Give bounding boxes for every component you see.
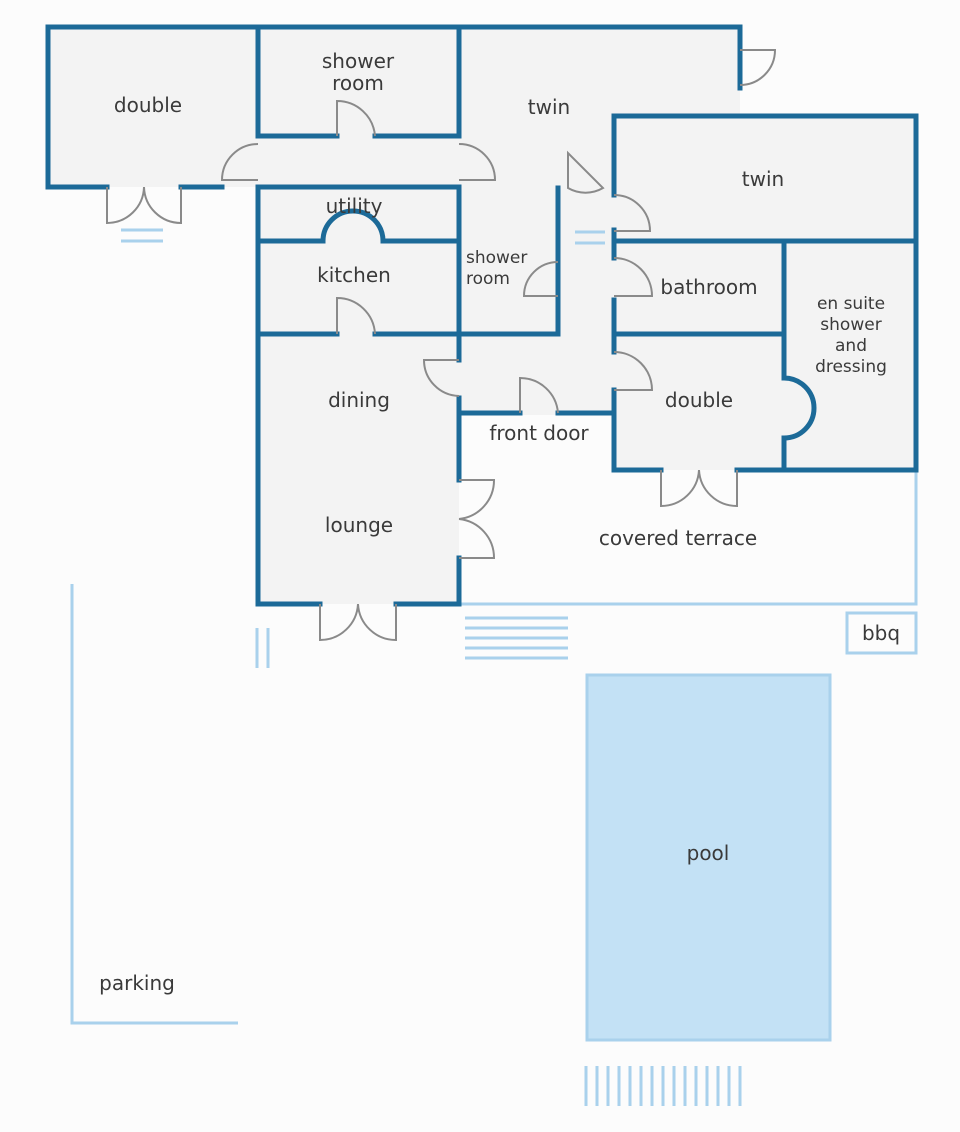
door-shower-mid — [522, 261, 559, 297]
door-double-east-terrace — [660, 469, 738, 508]
label-utility: utility — [326, 194, 383, 218]
label-shower-room-north-2: room — [332, 71, 384, 95]
door-lounge-garden — [319, 603, 397, 642]
room-labels: double shower room twin twin utility kit… — [99, 49, 900, 995]
door-shower-north — [336, 99, 376, 137]
outdoor-features — [70, 470, 918, 1042]
label-twin-north: twin — [528, 95, 570, 119]
label-shower-room-mid-2: room — [466, 269, 510, 289]
covered-terrace-outline — [459, 470, 918, 606]
label-bbq: bbq — [862, 621, 900, 645]
door-kitchen-dining — [336, 296, 376, 335]
steps — [121, 228, 742, 1106]
bbq-outline — [845, 611, 918, 655]
label-en-suite-2: shower — [820, 315, 881, 335]
label-pool: pool — [687, 841, 730, 865]
label-shower-room-mid-1: shower — [466, 248, 527, 268]
door-dining-hall — [422, 359, 460, 397]
walls — [45, 24, 919, 607]
label-front-door: front door — [489, 421, 589, 445]
door-lounge-terrace — [458, 479, 496, 559]
door-bathroom — [613, 257, 654, 297]
door-double-east-hall — [613, 351, 654, 391]
door-double-west-hall — [220, 143, 259, 181]
label-en-suite-3: and — [835, 336, 867, 356]
door-twin-east-b — [613, 194, 652, 232]
door-north-east — [739, 49, 777, 86]
label-covered-terrace: covered terrace — [599, 526, 757, 550]
label-double-west: double — [114, 93, 182, 117]
parking-outline — [70, 584, 238, 1025]
label-dining: dining — [328, 388, 390, 412]
label-en-suite-4: dressing — [815, 357, 887, 377]
door-front — [519, 376, 559, 414]
label-lounge: lounge — [325, 513, 393, 537]
label-double-east: double — [665, 388, 733, 412]
label-twin-east: twin — [742, 167, 784, 191]
door-double-west-exterior — [106, 186, 182, 225]
door-twin-east-a — [567, 150, 605, 194]
label-shower-room-north-1: shower — [322, 49, 395, 73]
label-kitchen: kitchen — [317, 263, 391, 287]
doors — [106, 49, 777, 642]
room-fills — [48, 27, 916, 604]
pool-shape — [585, 673, 832, 1042]
door-twin-north-hall — [458, 143, 497, 181]
label-en-suite-1: en suite — [817, 294, 885, 314]
label-bathroom: bathroom — [660, 275, 757, 299]
label-parking: parking — [99, 971, 175, 995]
